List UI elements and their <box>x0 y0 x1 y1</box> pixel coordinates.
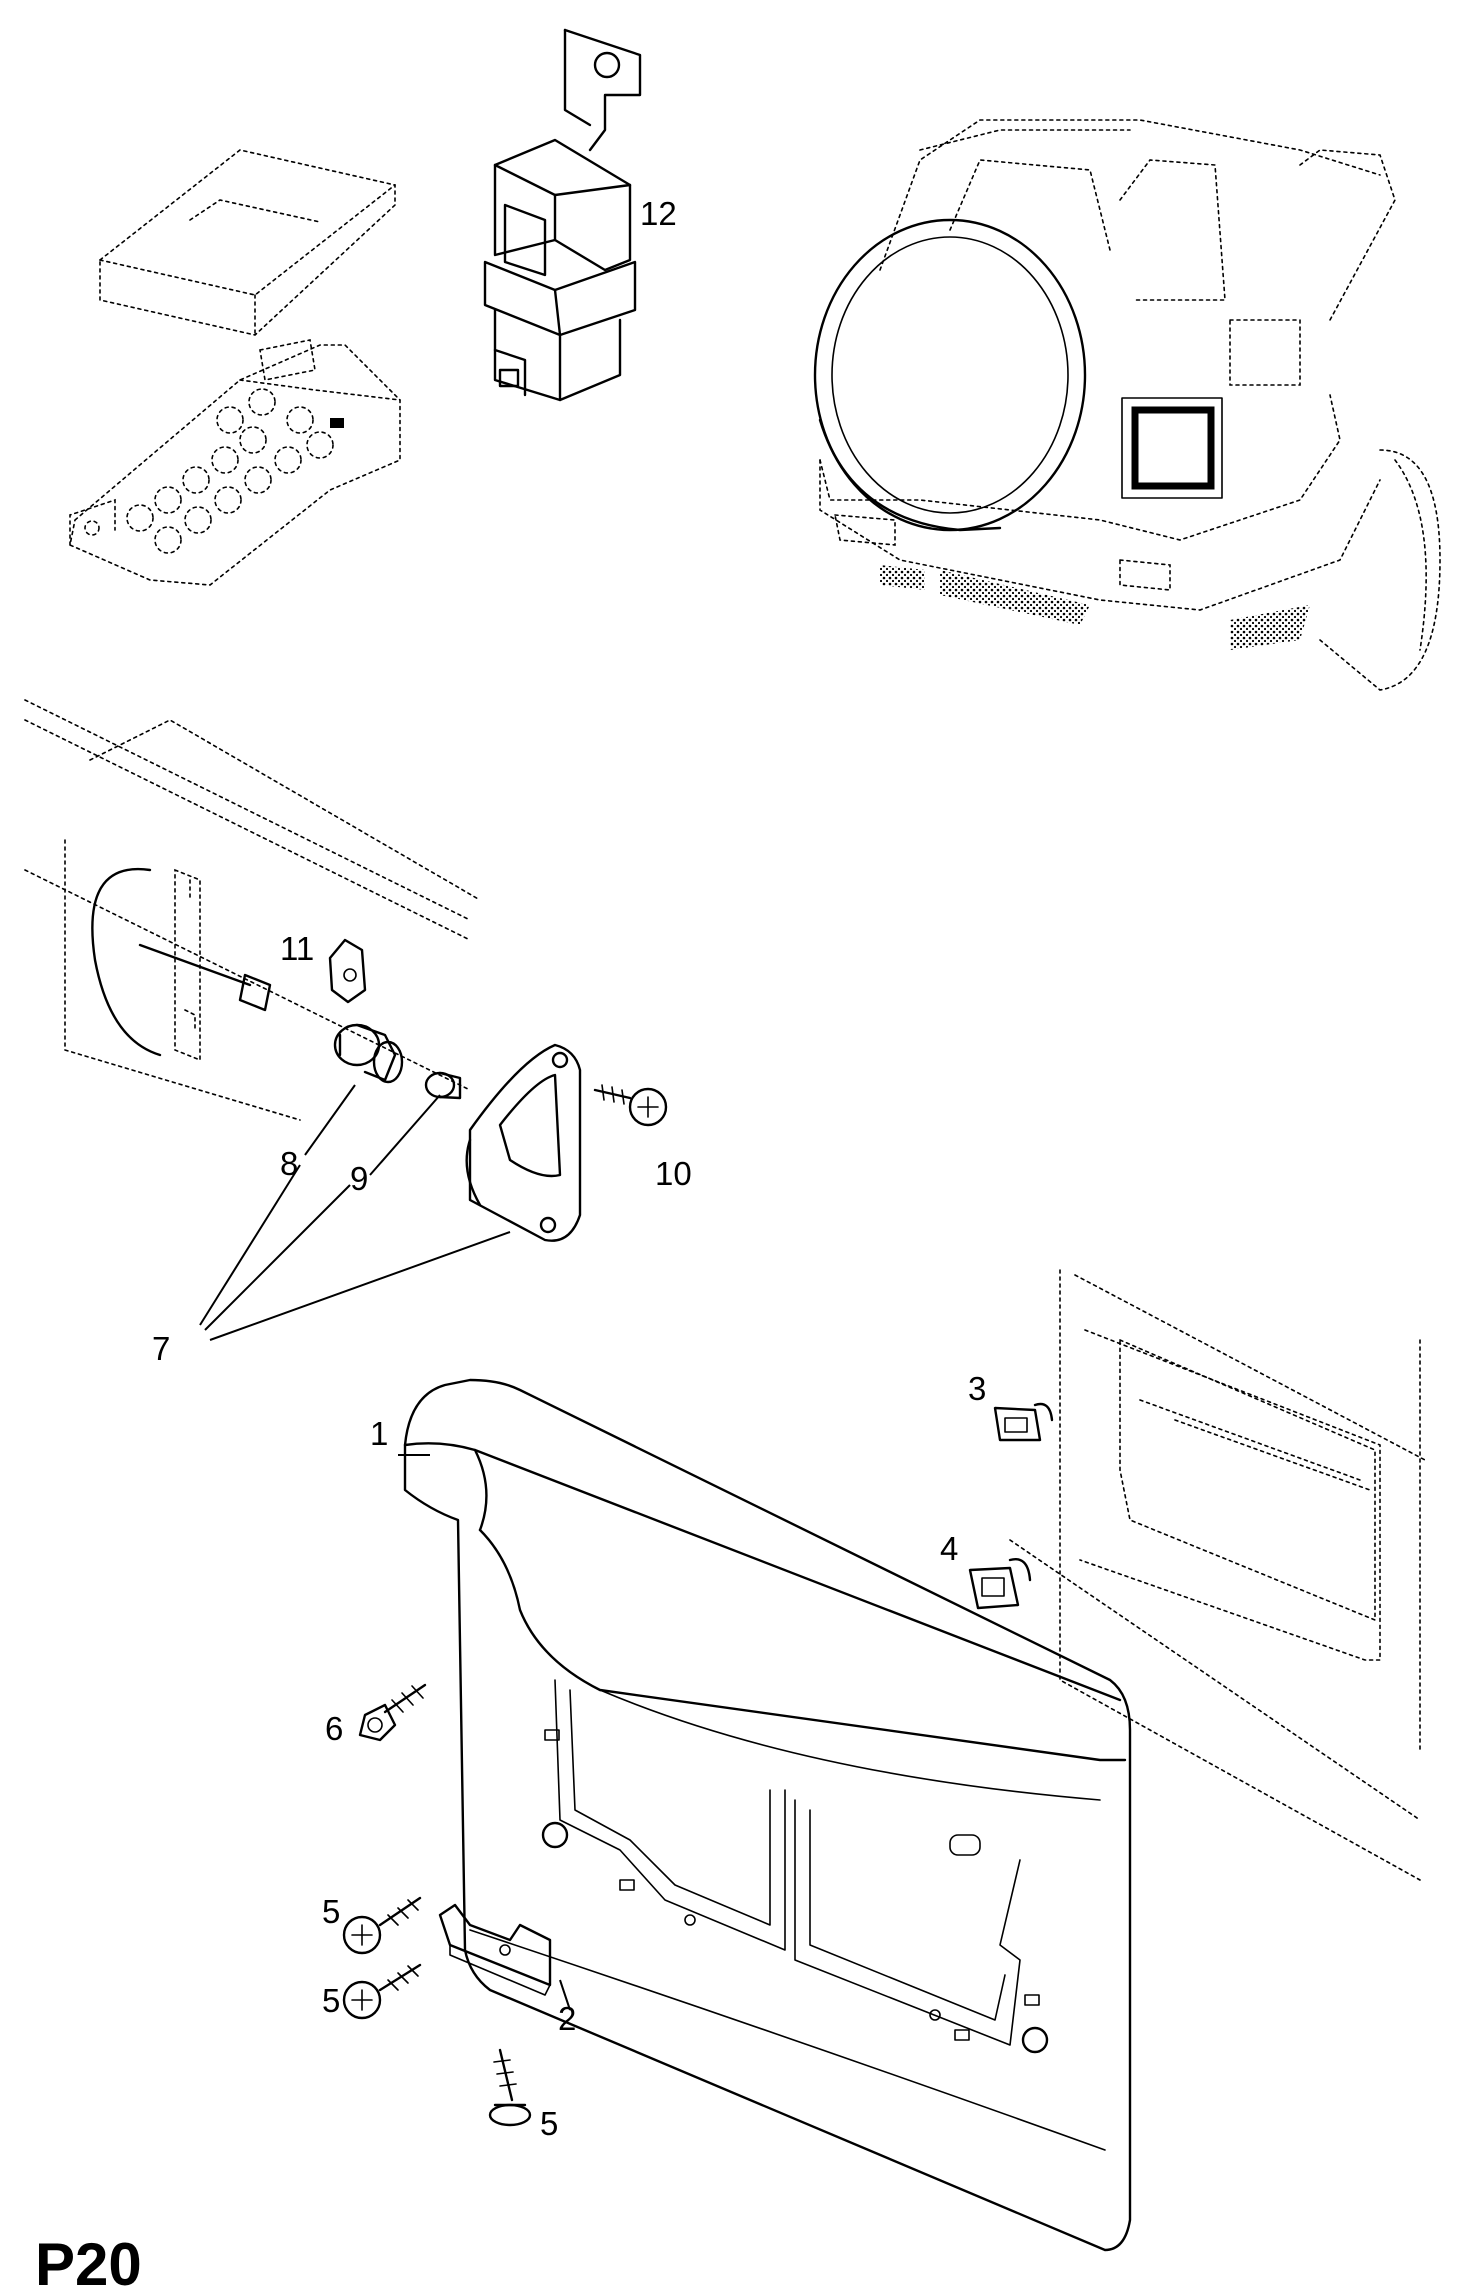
fuse-marker <box>330 418 344 428</box>
vehicle-rear <box>813 119 1441 691</box>
bulb-9 <box>424 1071 462 1100</box>
callout-9: 9 <box>350 1160 368 1197</box>
highlighted-lamp <box>1131 406 1215 490</box>
callout-8: 8 <box>280 1145 298 1182</box>
screw-5a <box>342 1896 422 1955</box>
screw-5c <box>488 2048 532 2127</box>
door-trim-panel-1 <box>403 1378 1132 2252</box>
screw-10 <box>593 1084 668 1127</box>
callout-10: 10 <box>655 1155 692 1192</box>
page-code: P20 <box>35 2231 142 2296</box>
bumper-section <box>24 699 481 1121</box>
callout-3: 3 <box>968 1370 986 1407</box>
clip-3 <box>993 1402 1054 1442</box>
callout-5c: 5 <box>540 2105 558 2142</box>
fuse-slots <box>126 388 334 554</box>
bracket-2 <box>438 1903 552 1996</box>
screw-5b <box>342 1963 422 2020</box>
door-outline <box>1009 1269 1426 1881</box>
lamp-housing-7 <box>465 1043 582 1242</box>
fuse-box-cover <box>99 149 396 336</box>
screw-6 <box>358 1683 427 1742</box>
callout-5b: 5 <box>322 1982 340 2019</box>
callout-4: 4 <box>940 1530 958 1567</box>
leader-lines-lower <box>398 1454 571 2011</box>
bulb-socket-8 <box>333 1023 404 1084</box>
callout-7: 7 <box>152 1330 170 1367</box>
fuse-box-base <box>69 339 401 586</box>
relay-12 <box>483 28 642 402</box>
leader-lines-upper <box>199 1084 511 1341</box>
callout-6: 6 <box>325 1710 343 1747</box>
callout-11: 11 <box>280 930 314 967</box>
callout-12: 12 <box>640 195 677 232</box>
callout-5a: 5 <box>322 1893 340 1930</box>
clip-11 <box>328 938 367 1004</box>
callout-2: 2 <box>558 2000 576 2037</box>
callout-1: 1 <box>370 1415 388 1452</box>
clip-4 <box>968 1558 1032 1610</box>
